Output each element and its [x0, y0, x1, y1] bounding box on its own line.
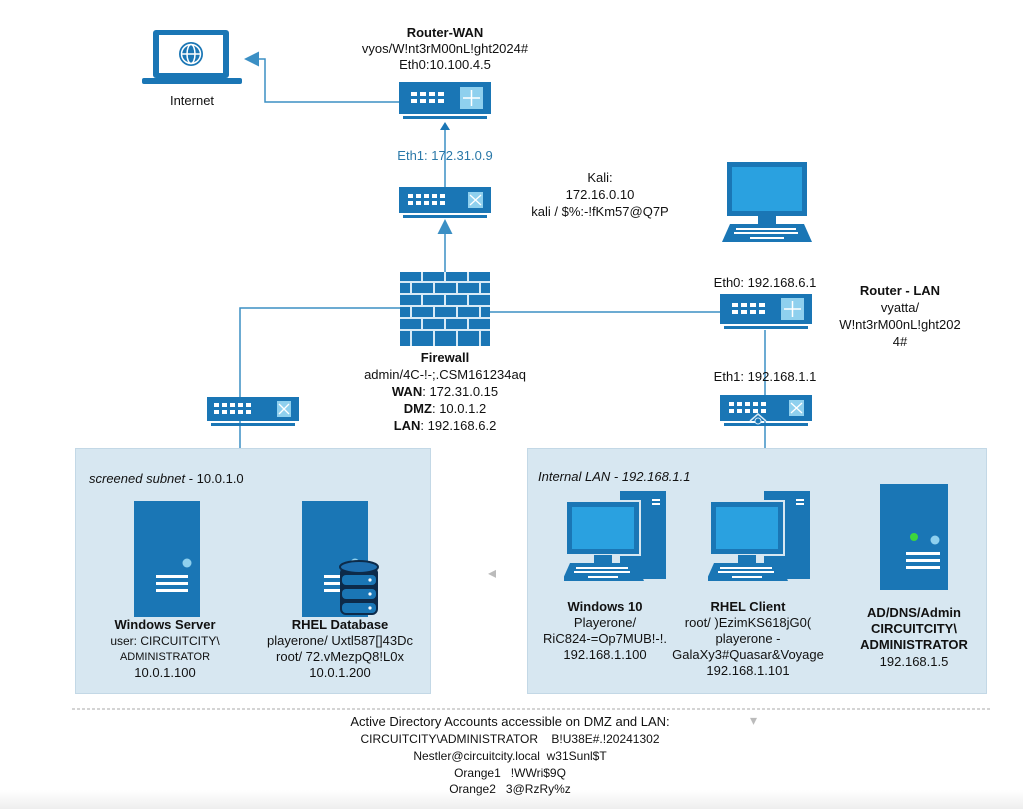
- router-lan[interactable]: [720, 294, 812, 339]
- switch-icon: [399, 187, 491, 218]
- firewall-dmz-ip: : 10.0.1.2: [431, 401, 487, 416]
- arrow-down-icon[interactable]: ▾: [750, 712, 758, 728]
- ad-account-password: w31Sunl$T: [546, 749, 607, 763]
- workstation-icon: [706, 491, 810, 581]
- windows-server-node[interactable]: [134, 501, 200, 622]
- rhel-database-name: RHEL Database: [291, 617, 389, 632]
- ad-dns-admin-node[interactable]: [880, 484, 948, 595]
- windows-server-line2: ADMINISTRATOR: [119, 651, 211, 663]
- rhel-database-line1: playerone/ Uxtl587[]43Dc: [267, 633, 413, 648]
- router-wan[interactable]: [399, 82, 491, 137]
- router-lan-credentials-1: vyatta/: [880, 300, 920, 315]
- rhel-client-line2: playerone -: [715, 631, 781, 646]
- windows10-line2: RiC824-=Op7MUB!-!.: [543, 631, 667, 646]
- dmz-zone-title-subnet: - 10.0.1.0: [185, 471, 244, 486]
- rhel-client-line3: GalaXy3#Quasar&Voyage: [672, 647, 824, 662]
- router-wan-eth0: Eth0:10.100.4.5: [399, 57, 491, 72]
- router-wan-credentials: vyos/W!nt3rM00nL!ght2024#: [361, 41, 529, 56]
- desktop-icon: [722, 162, 812, 242]
- database-server-icon: [302, 501, 379, 617]
- router-wan-title: Router-WAN: [406, 25, 484, 40]
- ad-dns-admin-line1: CIRCUITCITY\: [871, 621, 957, 636]
- dmz-zone-title-italic: screened subnet: [89, 471, 186, 486]
- router-lan-eth0: Eth0: 192.168.6.1: [713, 275, 817, 290]
- ad-account-password: 3@RzRy%z: [505, 782, 571, 796]
- windows-server-ip: 10.0.1.100: [134, 665, 196, 680]
- kali-ip: 172.16.0.10: [565, 187, 635, 202]
- rhel-client-node[interactable]: [706, 491, 814, 588]
- firewall-dmz: DMZ: 10.0.1.2: [340, 401, 550, 417]
- dmz-zone-title: screened subnet - 10.0.1.0: [89, 471, 244, 486]
- firewall-lan-label: LAN: [393, 418, 421, 433]
- link-router-wan-internet: [244, 51, 400, 103]
- workstation-icon: [562, 491, 666, 581]
- ad-account-password: !WWri$9Q: [510, 766, 566, 780]
- firewall-icon: [400, 272, 490, 346]
- router-lan-title: Router - LAN: [859, 283, 941, 298]
- internet-label: Internet: [169, 93, 215, 108]
- ad-account-password: B!U38E#.!20241302: [551, 732, 660, 746]
- ad-dns-admin-line2: ADMINISTRATOR: [860, 637, 968, 652]
- ad-account-user: Orange1: [454, 766, 501, 780]
- firewall-lan: LAN: 192.168.6.2: [340, 418, 550, 434]
- rhel-database-node[interactable]: [302, 501, 382, 622]
- switch-icon: [720, 395, 812, 426]
- router-icon: [399, 82, 491, 130]
- rhel-database-line2: root/ 72.vMezpQ8!L0x: [276, 649, 404, 664]
- ad-dns-admin-ip: 192.168.1.5: [879, 654, 949, 669]
- internet-node[interactable]: [140, 28, 244, 97]
- kali-title: Kali:: [587, 170, 613, 185]
- firewall-wan: WAN: 172.31.0.15: [340, 384, 550, 400]
- ad-accounts-heading: Active Directory Accounts accessible on …: [350, 714, 670, 729]
- firewall-wan-label: WAN: [391, 384, 423, 399]
- windows10-name: Windows 10: [567, 599, 643, 614]
- kali-credentials: kali / $%:-!fKm57@Q7P: [531, 204, 669, 219]
- ad-account-row: Nestler@circuitcity.local w31Sunl$T: [260, 748, 760, 764]
- arrow-left-icon[interactable]: ◂: [488, 565, 497, 582]
- windows-server-name: Windows Server: [114, 617, 216, 632]
- firewall-title: Firewall: [420, 350, 470, 365]
- lan-zone-title: Internal LAN - 192.168.1.1: [538, 469, 691, 484]
- firewall-lan-ip: : 192.168.6.2: [420, 418, 497, 433]
- ad-account-user: Orange2: [449, 782, 496, 796]
- switch-dmz[interactable]: [207, 397, 299, 438]
- router-icon: [720, 294, 812, 329]
- rhel-client-name: RHEL Client: [710, 599, 786, 614]
- ad-account-user: CIRCUITCITY\ADMINISTRATOR: [360, 732, 539, 746]
- link-firewall-dmz-switch: [239, 307, 400, 397]
- rhel-client-ip: 192.168.1.101: [706, 663, 790, 678]
- firewall-credentials: admin/4C-!-;.CSM161234aq: [364, 367, 526, 382]
- windows10-ip: 192.168.1.100: [563, 647, 647, 662]
- firewall[interactable]: [400, 272, 490, 351]
- rhel-database-ip: 10.0.1.200: [309, 665, 371, 680]
- windows-server-line1: user: CIRCUITCITY\: [110, 634, 220, 648]
- router-lan-eth1: Eth1: 192.168.1.1: [713, 369, 817, 384]
- ad-dns-admin-name: AD/DNS/Admin: [867, 605, 961, 620]
- rhel-client-line1: root/ )EzimKS618jG0(: [684, 615, 812, 630]
- firewall-dmz-label: DMZ: [403, 401, 432, 416]
- kali-node[interactable]: [722, 162, 812, 251]
- ad-account-row: Orange2 3@RzRy%z: [260, 781, 760, 797]
- windows10-line1: Playerone/: [573, 615, 637, 630]
- switch-lan[interactable]: [720, 395, 812, 436]
- router-wan-eth1: Eth1: 172.31.0.9: [397, 148, 493, 163]
- server-icon: [880, 484, 948, 590]
- router-lan-credentials-3: 4#: [892, 334, 908, 349]
- switch-icon: [207, 397, 299, 426]
- laptop-globe-icon: [142, 30, 242, 84]
- server-icon: [134, 501, 200, 617]
- ad-account-user: Nestler@circuitcity.local: [413, 749, 540, 763]
- router-lan-credentials-2: W!nt3rM00nL!ght202: [839, 317, 961, 332]
- firewall-wan-ip: : 172.31.0.15: [422, 384, 499, 399]
- switch-wan[interactable]: [399, 187, 491, 228]
- ad-account-row: CIRCUITCITY\ADMINISTRATOR B!U38E#.!20241…: [260, 731, 760, 747]
- ad-account-row: Orange1 !WWri$9Q: [260, 765, 760, 781]
- windows10-node[interactable]: [562, 491, 670, 588]
